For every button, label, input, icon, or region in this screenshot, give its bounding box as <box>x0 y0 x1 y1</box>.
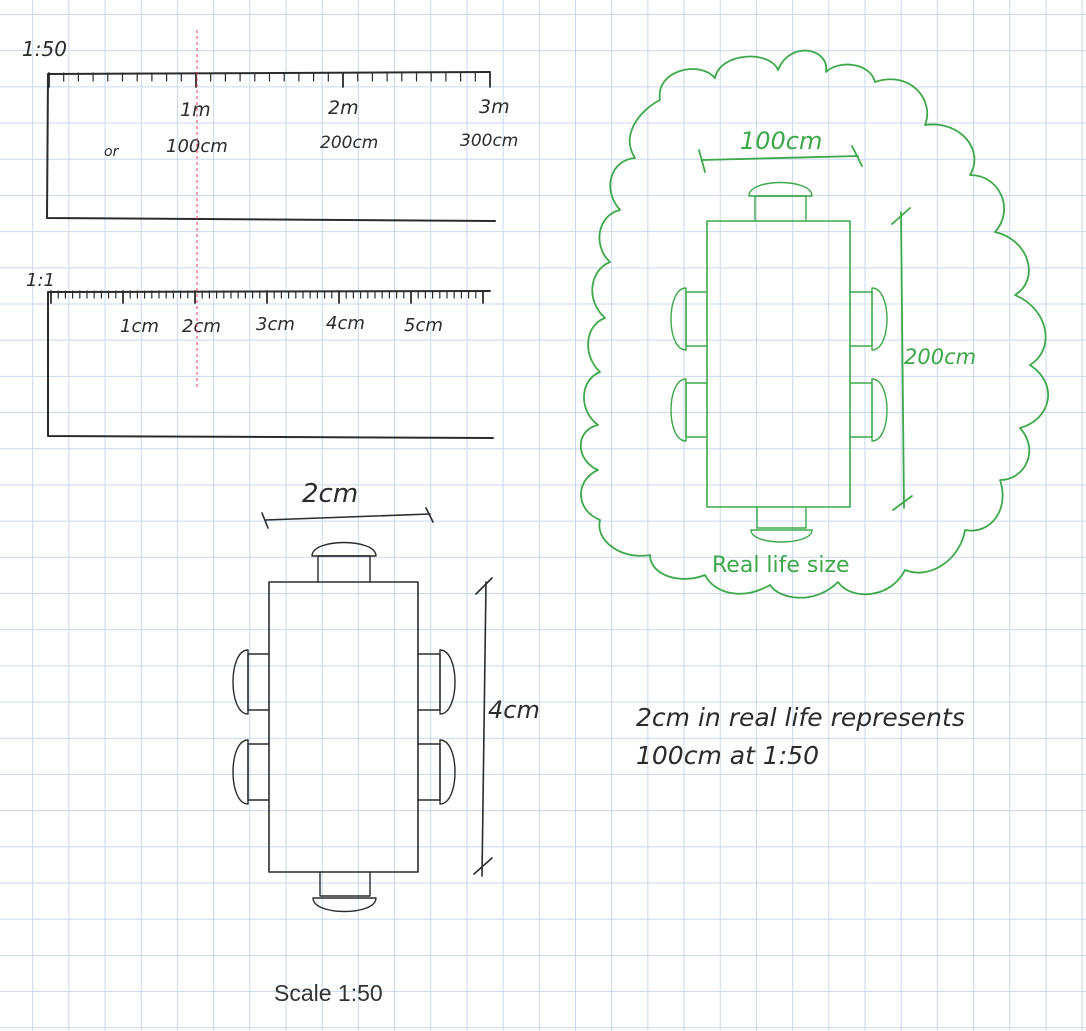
real-table <box>706 220 851 508</box>
scaled-width-label: 2cm <box>302 479 358 509</box>
scaled-width-dimension <box>261 507 434 529</box>
ruler-1-1-scale-label: 1:1 <box>26 270 55 291</box>
scale-note-line-2: 100cm at 1:50 <box>636 741 819 770</box>
real-chair-left-1 <box>670 287 708 351</box>
scaled-height-dimension <box>473 577 493 877</box>
scaled-table <box>268 581 419 873</box>
real-chair-bottom <box>750 506 813 543</box>
real-width-dimension <box>698 145 863 173</box>
scaled-chair-right-2 <box>417 739 456 805</box>
real-plan-caption: Real life size <box>712 553 850 578</box>
scaled-chair-left-2 <box>232 739 270 805</box>
scaled-plan-caption: Scale 1:50 <box>274 980 383 1006</box>
ruler-1-1-label-5cm: 5cm <box>404 315 443 336</box>
ruler-1-50-scale-label: 1:50 <box>22 37 67 61</box>
real-height-label: 200cm <box>904 345 976 369</box>
ruler-1-1-label-1cm: 1cm <box>120 316 159 337</box>
scaled-chair-left-1 <box>232 649 270 715</box>
real-width-label: 100cm <box>740 127 822 155</box>
ruler-1-50-label-200cm: 200cm <box>320 133 378 153</box>
real-size-plan: 100cm 200cm Real life size <box>580 49 1049 599</box>
ruler-1-50-label-3m: 3m <box>479 96 510 118</box>
scale-note: 2cm in real life represents 100cm at 1:5… <box>636 703 965 770</box>
real-chair-right-2 <box>849 378 888 442</box>
real-height-dimension <box>891 207 913 511</box>
real-chair-top <box>748 181 813 222</box>
real-chair-left-2 <box>670 378 708 442</box>
scaled-chair-bottom <box>312 871 377 913</box>
scaled-chair-top <box>311 541 377 583</box>
scale-note-line-1: 2cm in real life represents <box>636 703 965 732</box>
ruler-1-1-label-3cm: 3cm <box>256 314 295 335</box>
ruler-1-1-ticks <box>50 290 484 304</box>
ruler-1-1-label-2cm: 2cm <box>182 316 221 337</box>
ruler-1-50-label-1m: 1m <box>180 99 211 121</box>
ruler-1-1-outline <box>47 290 494 439</box>
ruler-1-50-label-2m: 2m <box>328 97 359 119</box>
ruler-1-50-ticks <box>48 72 491 88</box>
scaled-height-label: 4cm <box>488 696 540 724</box>
scaled-table-plan: 2cm 4cm Scale 1:50 <box>232 479 540 1006</box>
scaled-chair-right-1 <box>417 649 456 715</box>
real-chair-right-1 <box>849 287 888 351</box>
ruler-1-1: 1:1 1cm 2cm 3cm 4cm 5cm <box>26 270 494 439</box>
ruler-1-50-label-300cm: 300cm <box>460 131 518 151</box>
ruler-1-50: 1:50 1m 2m 3m or 100cm 200cm 300cm <box>22 37 518 222</box>
ruler-1-1-label-4cm: 4cm <box>326 313 365 334</box>
real-size-cloud <box>580 49 1049 599</box>
ruler-1-50-or-label: or <box>104 144 120 160</box>
